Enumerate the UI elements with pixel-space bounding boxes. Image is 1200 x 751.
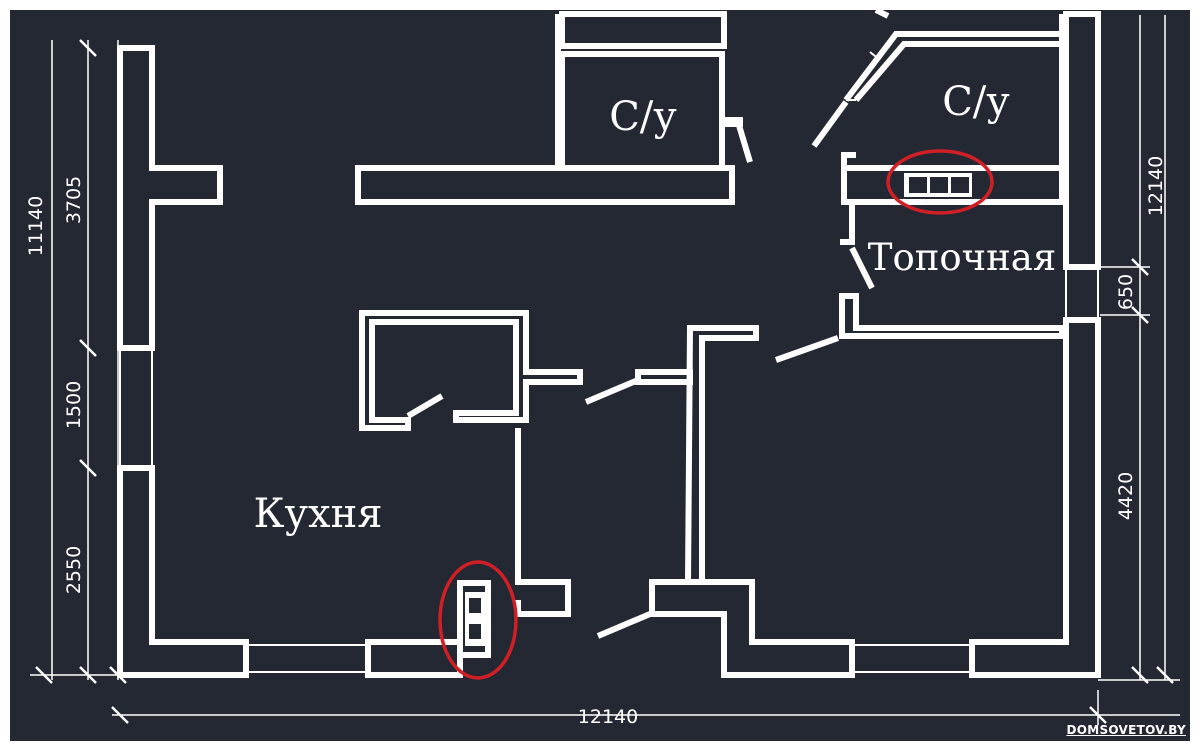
highlight-kitchen-flue: [438, 560, 518, 680]
drawing-background: [10, 10, 1190, 741]
room-label-boiler-room: Топочная: [868, 236, 1056, 279]
dim-left-top: 3705: [63, 176, 85, 224]
flue-block-kitchen: [465, 592, 485, 646]
dim-right-outer: 12140: [1145, 156, 1167, 216]
flue-block-boiler: [904, 173, 972, 197]
dim-left-outer: 11140: [25, 196, 47, 256]
dim-left-middle: 1500: [63, 381, 85, 429]
highlight-boiler-flue: [886, 149, 994, 215]
room-label-wc-right: С/у: [942, 79, 1010, 125]
dim-bottom: 12140: [578, 706, 638, 728]
dim-left-bottom: 2550: [63, 546, 85, 594]
dim-right-small: 650: [1115, 274, 1137, 310]
dim-right-bottom: 4420: [1115, 472, 1137, 520]
doors: [406, 100, 875, 639]
room-label-kitchen: Кухня: [254, 491, 383, 537]
walls: [117, 7, 1101, 678]
watermark: DOMSOVETOV.BY: [1066, 723, 1186, 737]
room-label-wc-left: С/у: [609, 94, 677, 140]
